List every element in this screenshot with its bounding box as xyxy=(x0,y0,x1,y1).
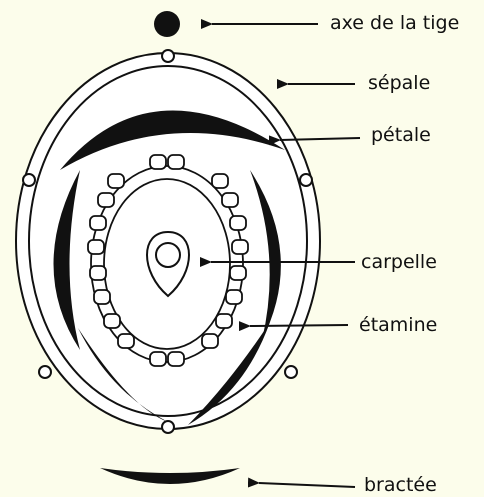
arrow-bract xyxy=(259,483,355,487)
label-bract: bractée xyxy=(364,476,437,495)
label-stem-axis: axe de la tige xyxy=(330,14,459,33)
label-petal: pétale xyxy=(371,126,431,145)
stem-axis-dot xyxy=(154,11,180,37)
arrow-stamen xyxy=(250,325,348,326)
label-sepal: sépale xyxy=(368,74,430,93)
label-stamen: étamine xyxy=(359,316,437,335)
bract xyxy=(100,468,240,484)
label-carpel: carpelle xyxy=(361,253,437,272)
